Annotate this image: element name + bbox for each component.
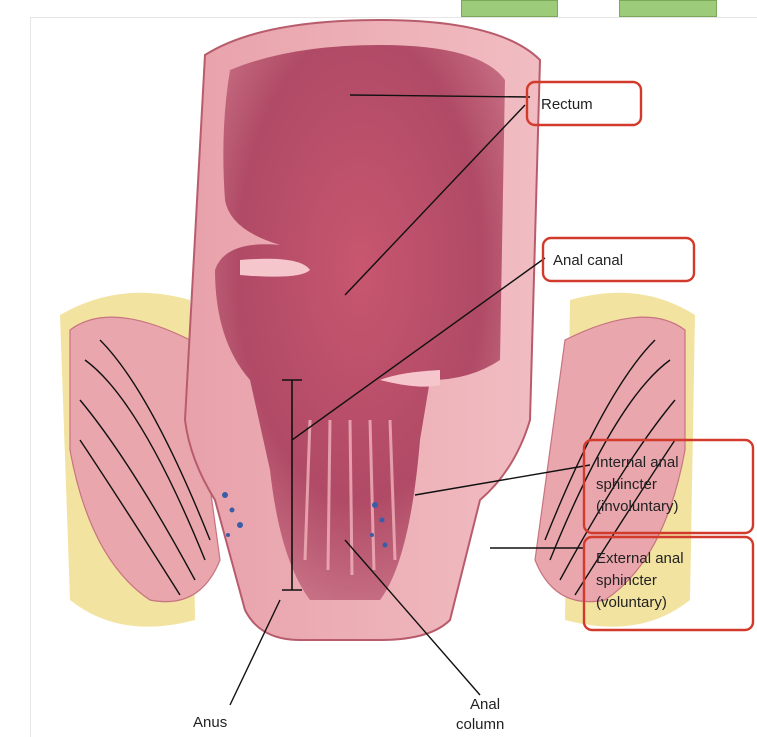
- external-sphincter-label-line2: sphincter: [596, 572, 657, 589]
- internal-sphincter-label-line1: Internal anal: [596, 454, 679, 471]
- internal-sphincter-label-line2: sphincter: [596, 476, 657, 493]
- rectum-label: Rectum: [541, 96, 593, 113]
- external-sphincter-label-line1: External anal: [596, 550, 684, 567]
- internal-sphincter-label-line3: (involuntary): [596, 498, 679, 515]
- anal-column-label-line1: Anal: [470, 696, 500, 713]
- anal-column-label-line2: column: [456, 716, 504, 733]
- anal-canal-label: Anal canal: [553, 252, 623, 269]
- external-sphincter-label-line3: (voluntary): [596, 594, 667, 611]
- anus-label: Anus: [193, 714, 227, 731]
